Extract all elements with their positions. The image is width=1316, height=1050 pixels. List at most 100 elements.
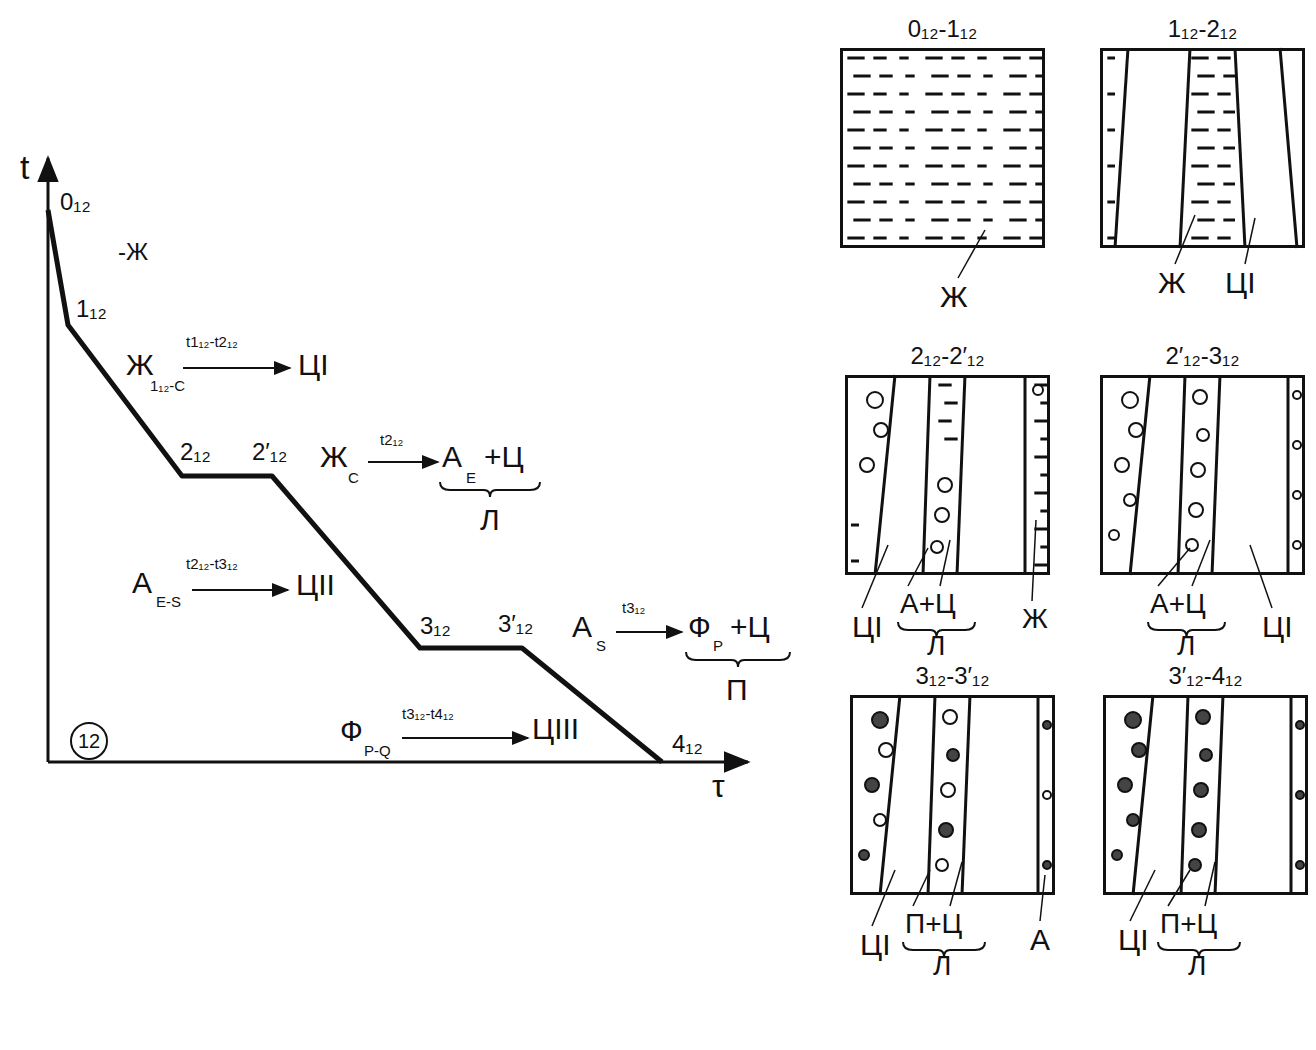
liquid-dash [847,165,864,168]
stage-heading: 1₁₂-2₁₂ [1103,17,1302,41]
liquid-dash [905,219,914,222]
liquid-dash [1009,111,1026,114]
liquid-dash [951,165,964,168]
diagram-label: +Ц [730,612,770,642]
pearlite-grain [947,749,959,761]
diagram-label: C [348,470,359,485]
leader-line [1032,520,1036,601]
austenite-grain [1115,458,1129,472]
liquid-dash [925,57,942,60]
diagram-label: Л [933,952,951,980]
diagram-label: ЦI [1118,925,1149,955]
liquid-dash [1035,183,1042,186]
microstructure-panel: 2₁₂-2′₁₂ [845,375,1050,575]
liquid-dash [977,57,986,60]
liquid-dash [1040,546,1047,549]
liquid-dash [951,237,964,240]
liquid-dash [977,237,986,240]
diagram-label: +Ц [484,442,524,472]
liquid-dash [951,129,964,132]
diagram-label: Л [927,632,945,660]
liquid-dash [931,219,948,222]
reaction-arrow [368,461,438,463]
liquid-dash [905,75,914,78]
liquid-dash [925,201,942,204]
liquid-dash [1107,93,1115,96]
leader-line [913,870,930,906]
liquid-dash [879,183,892,186]
liquid-dash [1029,129,1042,132]
liquid-dash [1191,237,1208,240]
liquid-dash [1040,474,1047,477]
grain-boundary [923,375,930,575]
liquid-dash [905,183,914,186]
austenite-grain [1124,494,1136,506]
liquid-dash [1107,201,1115,204]
liquid-dash [1107,57,1115,60]
diagram-label: Ж [320,442,348,472]
liquid-dash [905,147,914,150]
liquid-dash [847,237,864,240]
liquid-dash [905,111,914,114]
liquid-dash [977,201,986,204]
diagram-label: Ф [340,716,363,746]
austenite-grain [1122,392,1138,408]
diagram-label: ЦI [852,612,883,642]
diagram-label: 2₁₂ [180,440,211,464]
liquid-dash [977,165,986,168]
diagram-label: 2′₁₂ [252,440,287,464]
liquid-dash [983,183,992,186]
liquid-dash [925,93,942,96]
microstructure-panel: 3′₁₂-4₁₂ [1103,695,1308,895]
liquid-dash [847,201,864,204]
leader-line [950,862,962,906]
austenite-grain [1033,385,1043,395]
microstructure [1109,375,1301,575]
figure-number-circle: 12 [70,722,108,760]
diagram-label: П+Ц [1160,910,1217,938]
diagram-label: 1₁₂-C [150,378,185,393]
austenite-grain [943,710,957,724]
diagram-label: t2₁₂ [380,432,403,447]
liquid-dash [847,57,864,60]
liquid-dash [899,201,908,204]
liquid-dash [1197,75,1214,78]
microstructure [847,58,1042,238]
diagram-label: ЦI [860,930,891,960]
liquid-dash [847,93,864,96]
liquid-dash [1034,420,1047,423]
liquid-dash [873,57,886,60]
microstructure-panel: 3₁₂-3′₁₂ [850,695,1055,895]
liquid-dash [1197,147,1214,150]
grain-boundary [962,695,970,895]
liquid-dash [1107,165,1115,168]
diagram-label: ЦI [1262,612,1293,642]
liquid-dash [853,147,870,150]
liquid-dash [1197,183,1214,186]
grain-boundary [928,695,935,895]
reaction-arrow [192,589,288,591]
liquid-dash [1034,456,1047,459]
liquid-dash [983,147,992,150]
liquid-dash [1029,237,1042,240]
diagram-label: Ж [1158,268,1186,298]
pearlite-grain [1296,861,1304,869]
liquid-dash [1029,57,1042,60]
liquid-dash [1223,147,1235,150]
liquid-dash [1223,183,1235,186]
diagram-label: E-S [156,594,181,609]
liquid-dash [931,147,948,150]
grain-boundary [1024,375,1027,575]
liquid-dash [1009,183,1026,186]
grain-boundary [957,375,965,575]
diagram-label: 0₁₂ [60,190,91,214]
liquid-dash [1217,93,1230,96]
austenite-grain [931,541,943,553]
liquid-dash [1107,129,1115,132]
liquid-dash [1003,129,1020,132]
liquid-dash [899,57,908,60]
leader-line [862,545,888,608]
pearlite-grain [939,823,953,837]
microstructure-sketches [847,48,1304,895]
austenite-grain [1293,441,1301,449]
